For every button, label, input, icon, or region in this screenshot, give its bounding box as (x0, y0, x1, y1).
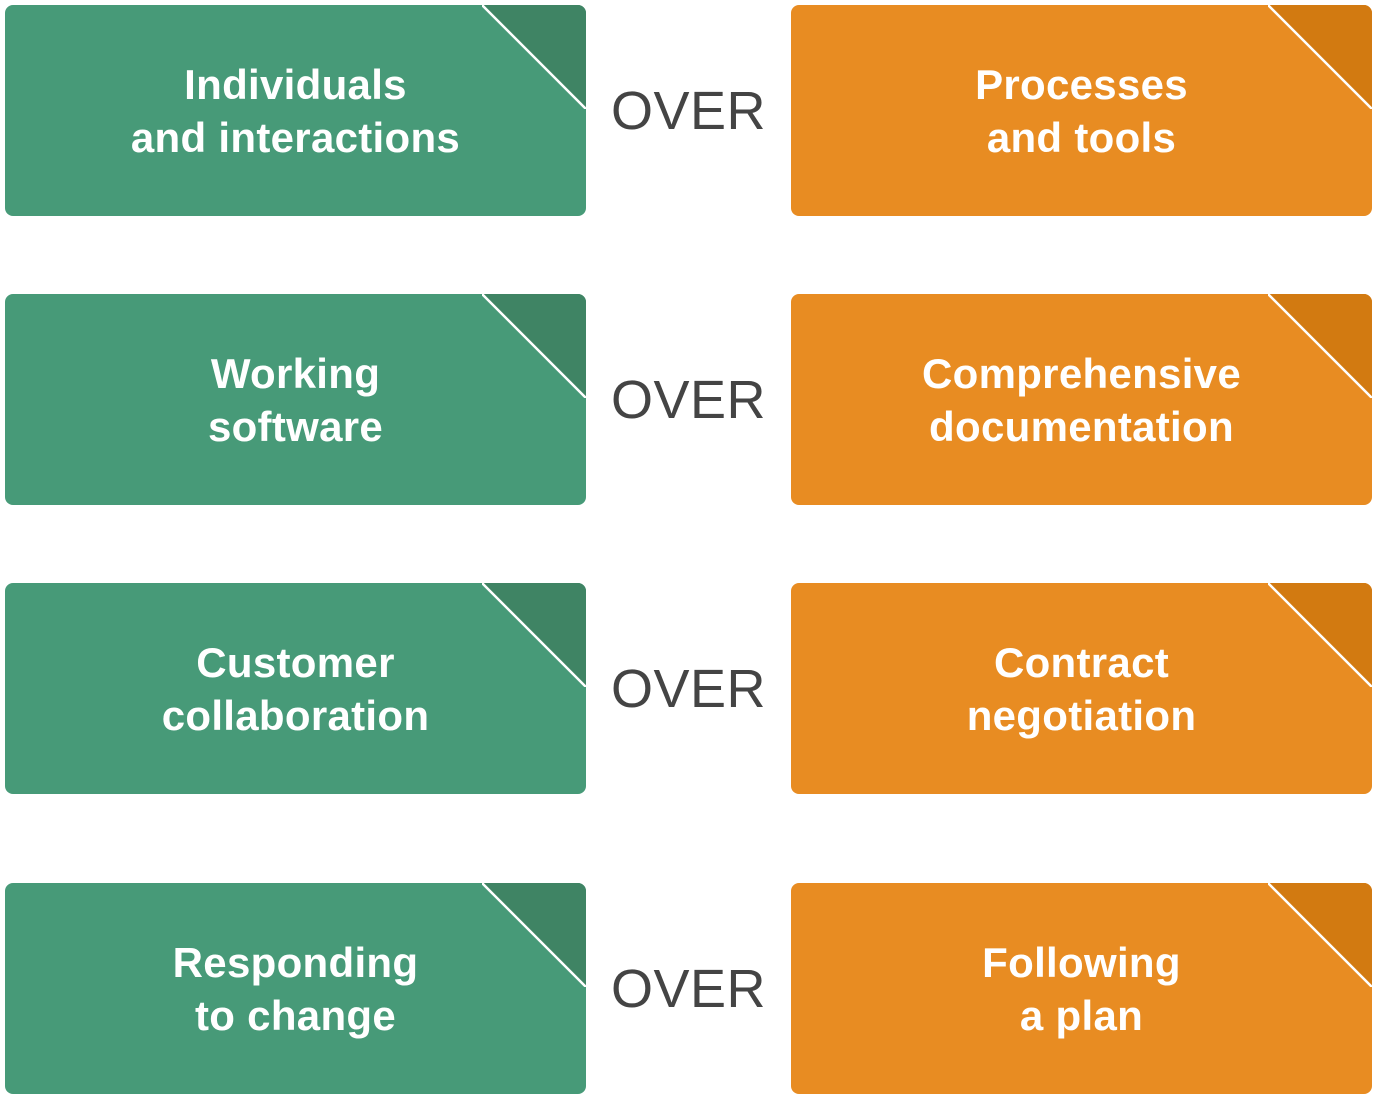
corner-fold-shape (1268, 294, 1372, 398)
value-card-following-a-plan: Following a plan (791, 883, 1372, 1094)
corner-fold-shape (1268, 5, 1372, 109)
card-label-line-2: and tools (986, 113, 1177, 161)
over-label: OVER (610, 80, 767, 141)
card-label-line-2: negotiation (966, 691, 1197, 739)
card-label: Customer collaboration (5, 583, 586, 794)
value-card-individuals: Individuals and interactions (5, 5, 586, 216)
card-label-line-2: documentation (929, 402, 1234, 450)
corner-fold-shape (1268, 883, 1372, 987)
corner-fold-shape (482, 883, 586, 987)
card-label-line-2: to change (194, 991, 397, 1039)
over-label: OVER (610, 658, 767, 719)
value-card-responding-to-change: Responding to change (5, 883, 586, 1094)
value-card-working-software: Working software (5, 294, 586, 505)
value-card-customer-collaboration: Customer collaboration (5, 583, 586, 794)
corner-fold-shape (482, 583, 586, 687)
card-label-line-1: Working (210, 349, 381, 397)
card-label-line-1: Customer (196, 638, 395, 686)
over-label: OVER (610, 369, 767, 430)
card-label: Processes and tools (791, 5, 1372, 216)
card-label-line-2: collaboration (161, 691, 430, 739)
card-label-line-2: a plan (1019, 991, 1144, 1039)
corner-fold-shape (482, 5, 586, 109)
card-label: Following a plan (791, 883, 1372, 1094)
card-label-line-1: Following (982, 938, 1181, 986)
card-label: Comprehensive documentation (791, 294, 1372, 505)
card-label-line-2: and interactions (130, 113, 461, 161)
card-label: Contract negotiation (791, 583, 1372, 794)
value-card-contract-negotiation: Contract negotiation (791, 583, 1372, 794)
card-label: Working software (5, 294, 586, 505)
value-card-processes: Processes and tools (791, 5, 1372, 216)
card-label-line-1: Comprehensive (921, 349, 1241, 397)
card-label-line-1: Individuals (184, 60, 407, 108)
card-label-line-2: software (207, 402, 384, 450)
card-label-line-1: Processes (975, 60, 1188, 108)
card-label: Individuals and interactions (5, 5, 586, 216)
card-label-line-1: Responding (172, 938, 419, 986)
card-label: Responding to change (5, 883, 586, 1094)
over-label: OVER (610, 958, 767, 1019)
value-card-documentation: Comprehensive documentation (791, 294, 1372, 505)
corner-fold-shape (1268, 583, 1372, 687)
card-label-line-1: Contract (993, 638, 1170, 686)
corner-fold-shape (482, 294, 586, 398)
